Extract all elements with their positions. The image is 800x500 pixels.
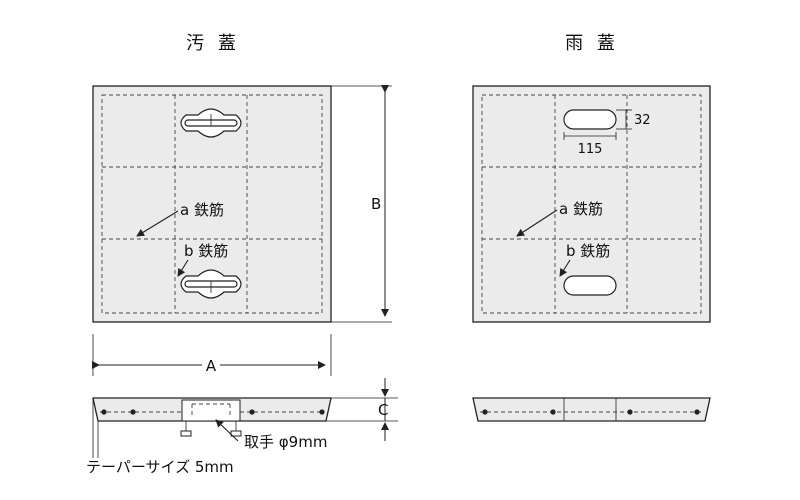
sewage-handle-slot-top [180, 108, 242, 138]
rain-cover-section [472, 397, 711, 422]
slot-width-label: 115 [578, 142, 603, 157]
rain-rebar-grid-border [481, 94, 702, 314]
arrow-b-rebar-right [559, 259, 571, 277]
rain-slot-bottom [563, 275, 617, 296]
rain-cover-plan: 32 115 a 鉄筋 b 鉄筋 [472, 85, 711, 323]
rain-slot-top [563, 109, 617, 130]
arrow-b-rebar-left [177, 259, 189, 277]
sewage-handle-slot-bottom [180, 269, 242, 299]
dimension-b-label: B [371, 195, 381, 213]
label-a-rebar-left: a 鉄筋 [180, 201, 224, 219]
dimension-b: B [331, 85, 392, 323]
sewage-cover-section: 取手 φ9mm テーパーサイズ 5mm [86, 397, 332, 476]
title-sewage-cover: 汚 蓋 [186, 33, 240, 54]
label-b-rebar-right: b 鉄筋 [566, 242, 610, 260]
dimension-a-label: A [206, 357, 217, 375]
arrow-handle [215, 419, 239, 442]
slot-dimensions: 32 115 [563, 109, 651, 157]
label-taper: テーパーサイズ 5mm [86, 458, 234, 476]
handle-detail [180, 399, 242, 437]
label-handle: 取手 φ9mm [244, 433, 327, 451]
sewage-rebar-grid-border [101, 94, 323, 314]
dimension-c: C [326, 378, 398, 441]
label-b-rebar-left: b 鉄筋 [184, 242, 228, 260]
arrow-a-rebar-left [136, 210, 179, 237]
sewage-cover-plan: a 鉄筋 b 鉄筋 [92, 85, 332, 323]
arrow-a-rebar-right [516, 209, 558, 237]
title-rain-cover: 雨 蓋 [565, 33, 619, 54]
dimension-a: A [92, 334, 332, 376]
slot-height-label: 32 [634, 113, 651, 128]
dimension-c-label: C [378, 401, 388, 419]
label-a-rebar-right: a 鉄筋 [559, 200, 603, 218]
